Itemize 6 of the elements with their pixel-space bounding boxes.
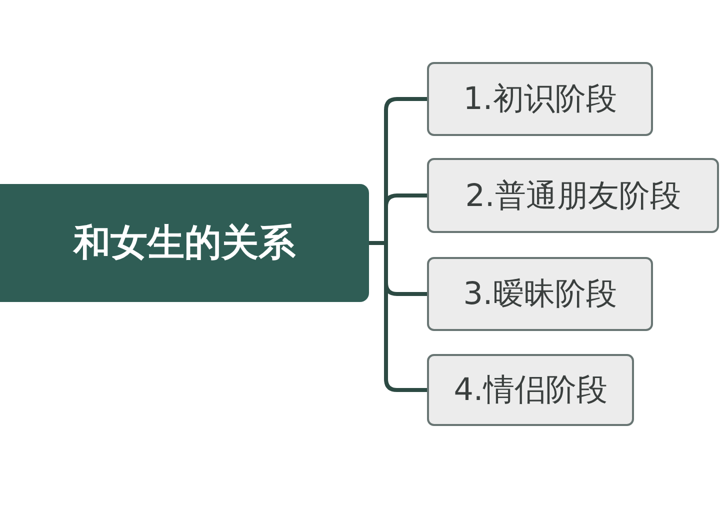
stage-box: 2.普通朋友阶段 [427, 158, 719, 233]
stage-box: 4.情侣阶段 [427, 354, 634, 426]
stage-box: 1.初识阶段 [427, 62, 653, 136]
stage-box: 3.暧昧阶段 [427, 257, 653, 331]
connector-line [369, 241, 427, 392]
topic-box: 和女生的关系 [0, 184, 369, 302]
